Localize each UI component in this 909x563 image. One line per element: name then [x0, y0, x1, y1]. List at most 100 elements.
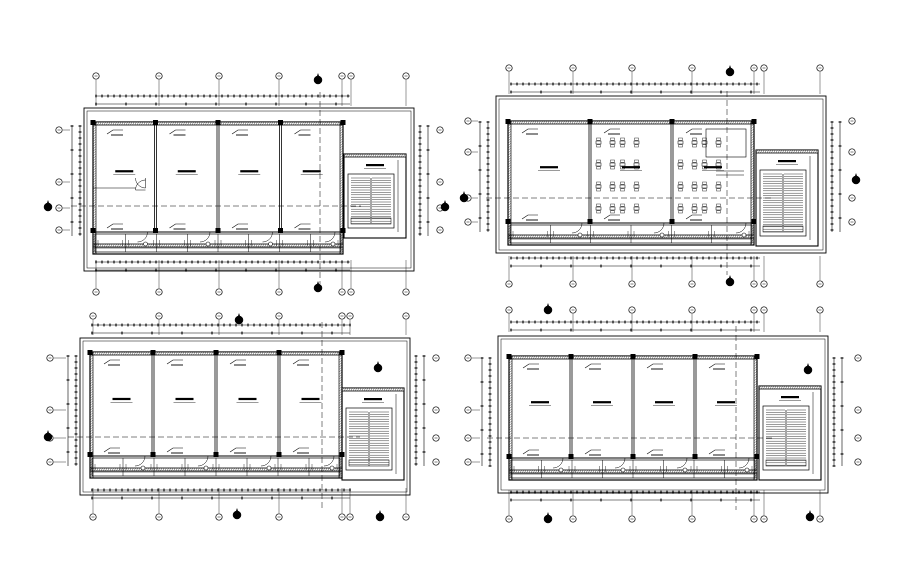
room-label: [717, 401, 735, 404]
room-label: [115, 170, 134, 173]
door-tag: [169, 223, 186, 229]
north-arrow-icon: [805, 512, 815, 522]
door-tag: [584, 363, 601, 369]
column: [692, 454, 698, 459]
column: [669, 119, 675, 124]
column: [215, 120, 221, 125]
door-swing: [323, 455, 335, 467]
column: [630, 354, 636, 359]
room-label: [112, 397, 131, 401]
door-tag: [106, 129, 123, 135]
column: [276, 350, 282, 355]
column: [150, 452, 156, 457]
column: [153, 120, 158, 125]
column: [754, 354, 760, 359]
stair: [347, 173, 395, 229]
door-tag: [685, 214, 702, 220]
north-arrow-icon: [459, 193, 469, 203]
door-swing: [134, 455, 146, 467]
column: [505, 119, 511, 124]
door-tag: [521, 128, 538, 134]
north-arrow-icon: [373, 363, 383, 373]
door-tag: [231, 129, 248, 135]
north-arrow-icon: [375, 512, 385, 522]
column: [669, 219, 675, 224]
door-swing: [137, 231, 148, 243]
column: [630, 454, 636, 459]
stair: [762, 405, 810, 471]
column: [213, 452, 219, 457]
north-arrow-icon: [543, 514, 553, 524]
north-arrow-icon: [313, 75, 323, 85]
door-tag: [646, 363, 663, 369]
door-swing: [262, 231, 273, 243]
north-arrow-icon: [232, 510, 242, 520]
door-tag: [166, 447, 183, 453]
door-swing: [735, 222, 747, 234]
floor-plan-bottom-left: [43, 312, 440, 522]
door-swing: [324, 231, 336, 243]
column: [754, 454, 760, 459]
column: [751, 119, 757, 124]
room-label: [177, 170, 196, 173]
column: [568, 454, 574, 459]
column: [90, 228, 96, 233]
room-label: [531, 401, 549, 404]
door-tag: [708, 363, 725, 369]
door-swing: [614, 457, 626, 469]
room-label: [366, 164, 384, 167]
door-tag: [103, 359, 120, 365]
column: [90, 120, 96, 125]
north-arrow-icon: [43, 202, 53, 212]
door-swing: [260, 455, 272, 467]
room-label: [593, 401, 611, 404]
north-arrow-icon: [440, 202, 450, 212]
column: [87, 350, 93, 355]
north-arrow-icon: [234, 315, 244, 325]
door-swing: [571, 222, 583, 234]
door-tag: [685, 128, 702, 134]
column: [751, 219, 757, 224]
door-swing: [653, 222, 665, 234]
door-tag: [106, 223, 123, 229]
floor-plan-top-right: [459, 64, 861, 288]
door-tag: [522, 449, 539, 455]
door-swing: [135, 179, 146, 191]
floor-plans: [43, 64, 862, 524]
column: [506, 454, 512, 459]
column: [215, 228, 221, 233]
floor-plan-top-left: [43, 72, 450, 296]
door-tag: [169, 129, 186, 135]
column: [506, 354, 512, 359]
column: [278, 228, 283, 233]
column: [340, 120, 346, 125]
door-tag: [521, 214, 538, 220]
door-tag: [166, 359, 183, 365]
room-label: [238, 397, 257, 401]
column: [87, 452, 93, 457]
column: [150, 350, 156, 355]
room-label: [240, 170, 259, 173]
north-arrow-icon: [725, 67, 735, 77]
door-tag: [294, 129, 311, 135]
room-label: [301, 397, 320, 401]
north-arrow-icon: [725, 277, 735, 287]
door-tag: [294, 223, 311, 229]
room-label: [364, 398, 382, 401]
room-label: [655, 401, 673, 404]
column: [213, 350, 219, 355]
column: [339, 350, 345, 355]
door-swing: [197, 455, 209, 467]
door-swing: [738, 457, 750, 469]
door-tag: [292, 447, 309, 453]
door-tag: [103, 447, 120, 453]
column: [692, 354, 698, 359]
room-label: [704, 166, 722, 169]
floor-plan-bottom-right: [464, 303, 862, 524]
room-label: [175, 397, 194, 401]
door-tag: [584, 449, 601, 455]
door-tag: [522, 363, 539, 369]
room-label: [540, 166, 558, 169]
column: [587, 119, 593, 124]
